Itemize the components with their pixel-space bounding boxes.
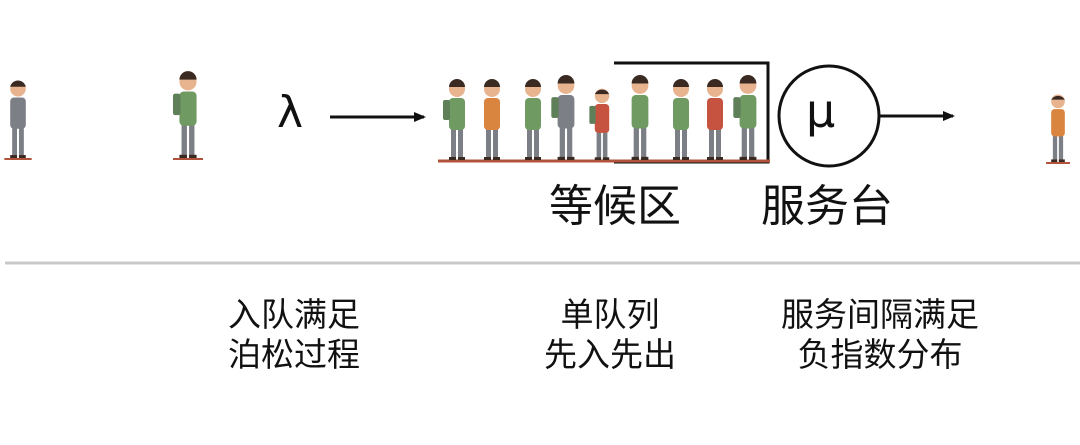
person-queue-5 [589, 88, 615, 162]
person-departed-1 [1046, 94, 1070, 164]
person-queue-1 [443, 79, 471, 162]
arrival-note-line1: 入队满足 [228, 295, 360, 334]
arrival-note-line2: 泊松过程 [228, 335, 360, 374]
arrival-note: 入队满足 泊松过程 [214, 295, 374, 375]
service-rate-symbol: μ [806, 84, 836, 138]
waiting-area-label: 等候区 [549, 181, 681, 232]
queue-note-line2: 先入先出 [544, 335, 676, 374]
service-note-line1: 服务间隔满足 [781, 295, 979, 334]
person-queue-8 [701, 79, 729, 162]
queue-note: 单队列 先入先出 [530, 295, 690, 375]
service-note: 服务间隔满足 负指数分布 [760, 295, 1000, 375]
person-queue-2 [478, 79, 506, 162]
person-queue-9 [733, 75, 763, 162]
person-queue-3 [519, 79, 547, 162]
person-queue-6 [625, 75, 655, 162]
queue-note-line1: 单队列 [560, 295, 660, 334]
arrival-rate-symbol: λ [277, 87, 304, 138]
service-desk-label: 服务台 [761, 181, 893, 232]
person-arrived-1 [4, 80, 32, 160]
people-group [4, 71, 1070, 164]
person-queue-7 [667, 79, 695, 162]
person-arrived-2 [172, 71, 204, 160]
person-queue-4 [551, 75, 581, 162]
service-note-line2: 负指数分布 [797, 335, 963, 374]
